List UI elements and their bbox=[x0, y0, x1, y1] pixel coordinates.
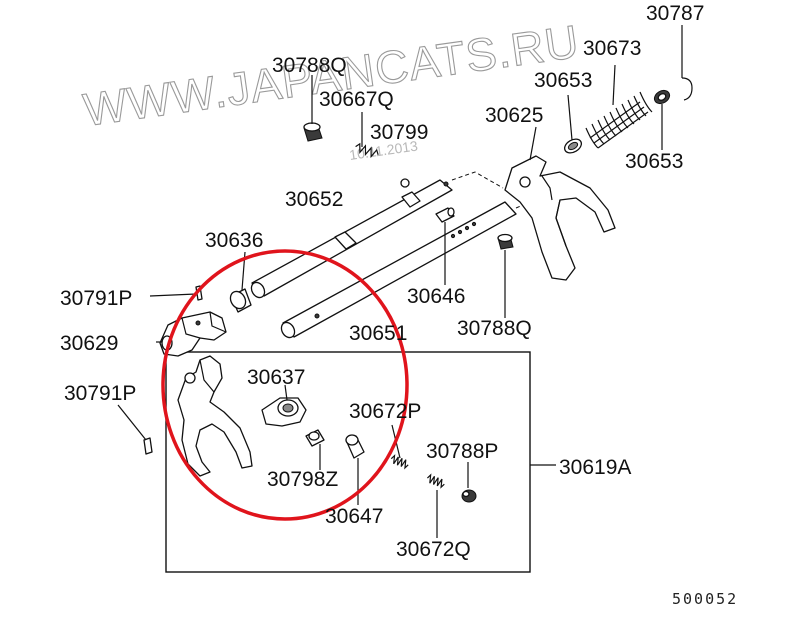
label-30653-bottom[interactable]: 30653 bbox=[625, 150, 683, 173]
label-30636[interactable]: 30636 bbox=[205, 229, 263, 252]
label-30788P[interactable]: 30788P bbox=[426, 440, 498, 463]
pin-30646[interactable] bbox=[435, 207, 455, 223]
label-30667Q[interactable]: 30667Q bbox=[319, 88, 394, 111]
label-30646[interactable]: 30646 bbox=[407, 285, 465, 308]
plug-30788Q-mid[interactable] bbox=[497, 233, 514, 250]
dash-30652 bbox=[451, 171, 504, 189]
sleeve-30647[interactable] bbox=[345, 434, 365, 459]
label-30619A[interactable]: 30619A bbox=[559, 456, 631, 479]
label-30647[interactable]: 30647 bbox=[325, 505, 383, 528]
bracket-30637[interactable] bbox=[261, 397, 307, 427]
shaft-30651[interactable] bbox=[279, 201, 517, 340]
label-30629[interactable]: 30629 bbox=[60, 332, 118, 355]
diagram-code: 500052 bbox=[672, 590, 738, 608]
snap-ring-30787[interactable] bbox=[681, 77, 693, 101]
label-30637[interactable]: 30637 bbox=[247, 366, 305, 389]
bushing-30636[interactable] bbox=[227, 288, 252, 313]
spring-30673[interactable] bbox=[585, 91, 653, 149]
ball-30799[interactable] bbox=[400, 178, 410, 188]
plug-30788Q-top[interactable] bbox=[303, 122, 323, 142]
label-30672P[interactable]: 30672P bbox=[349, 400, 421, 423]
shift-lug-30629[interactable] bbox=[159, 311, 227, 357]
label-30672Q[interactable]: 30672Q bbox=[396, 538, 471, 561]
label-30791P-bottom[interactable]: 30791P bbox=[64, 382, 136, 405]
label-30653-top[interactable]: 30653 bbox=[534, 69, 592, 92]
label-30787[interactable]: 30787 bbox=[646, 2, 704, 25]
shift-fork-inner[interactable] bbox=[177, 355, 253, 477]
leader-30791P-top bbox=[149, 293, 197, 297]
seal-30653-lower[interactable] bbox=[562, 136, 584, 155]
label-30799[interactable]: 30799 bbox=[370, 121, 428, 144]
label-30788Q-mid[interactable]: 30788Q bbox=[457, 317, 532, 340]
label-30791P-top[interactable]: 30791P bbox=[60, 287, 132, 310]
assembly-box bbox=[165, 351, 531, 573]
label-30651[interactable]: 30651 bbox=[349, 322, 407, 345]
label-30673[interactable]: 30673 bbox=[583, 37, 641, 60]
leader-30653-lower bbox=[567, 94, 573, 141]
spring-30667Q[interactable] bbox=[354, 142, 379, 159]
spring-30672Q[interactable] bbox=[426, 473, 446, 489]
pin-30791P-bottom[interactable] bbox=[143, 437, 153, 455]
leader-30673 bbox=[612, 64, 616, 106]
highlight-circle bbox=[161, 249, 409, 521]
spring-30672P[interactable] bbox=[390, 454, 410, 470]
label-30652[interactable]: 30652 bbox=[285, 188, 343, 211]
label-30798Z[interactable]: 30798Z bbox=[267, 468, 338, 491]
leader-30625 bbox=[529, 126, 537, 161]
label-30625[interactable]: 30625 bbox=[485, 104, 543, 127]
seal-30653-upper[interactable] bbox=[652, 88, 672, 106]
shift-fork-30625[interactable] bbox=[504, 155, 616, 281]
leader-30791P-bottom bbox=[117, 404, 147, 441]
shaft-30652[interactable] bbox=[249, 179, 453, 300]
plug-30788P[interactable] bbox=[461, 489, 477, 503]
label-30788Q-top[interactable]: 30788Q bbox=[272, 54, 347, 77]
leader-30637 bbox=[284, 384, 288, 401]
bolt-30798Z[interactable] bbox=[305, 429, 325, 447]
